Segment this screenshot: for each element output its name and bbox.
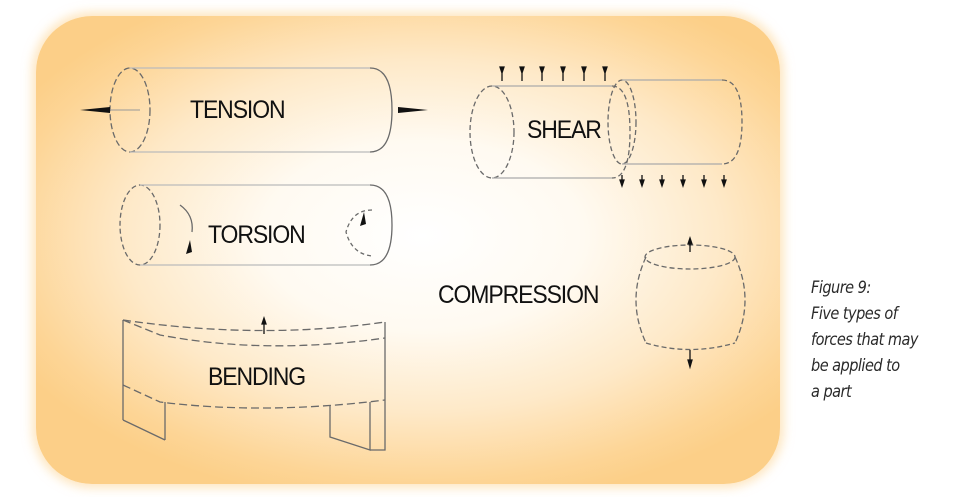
bending-label: BENDING (208, 363, 306, 391)
shear-bottom-arrows-icon (619, 175, 727, 189)
caption-line: Figure 9: (811, 278, 871, 297)
compression-barrel (635, 244, 746, 351)
compression-label: COMPRESSION (438, 281, 599, 309)
torsion-right-twist-icon (360, 212, 366, 226)
caption-line: be applied to (811, 356, 900, 375)
figure-caption: Figure 9: Five types of forces that may … (811, 275, 956, 405)
bending-block (122, 319, 386, 451)
torsion-label: TORSION (208, 221, 306, 249)
compression-top-arrow-icon (687, 235, 693, 252)
shear-cylinders (469, 79, 743, 179)
torsion-cylinder (119, 184, 393, 266)
shear-label: SHEAR (527, 116, 602, 144)
compression-bottom-arrow-icon (687, 350, 693, 370)
caption-line: forces that may (811, 330, 918, 349)
shear-top-arrows-icon (499, 66, 608, 81)
tension-label: TENSION (190, 96, 286, 124)
caption-line: a part (811, 382, 852, 401)
tension-left-arrow-icon (80, 107, 110, 113)
tension-right-arrow-icon (398, 107, 428, 113)
caption-line: Five types of (811, 304, 898, 323)
bending-load-arrow-icon (261, 315, 267, 334)
figure-panel (36, 16, 780, 484)
torsion-left-twist-icon (186, 240, 192, 254)
